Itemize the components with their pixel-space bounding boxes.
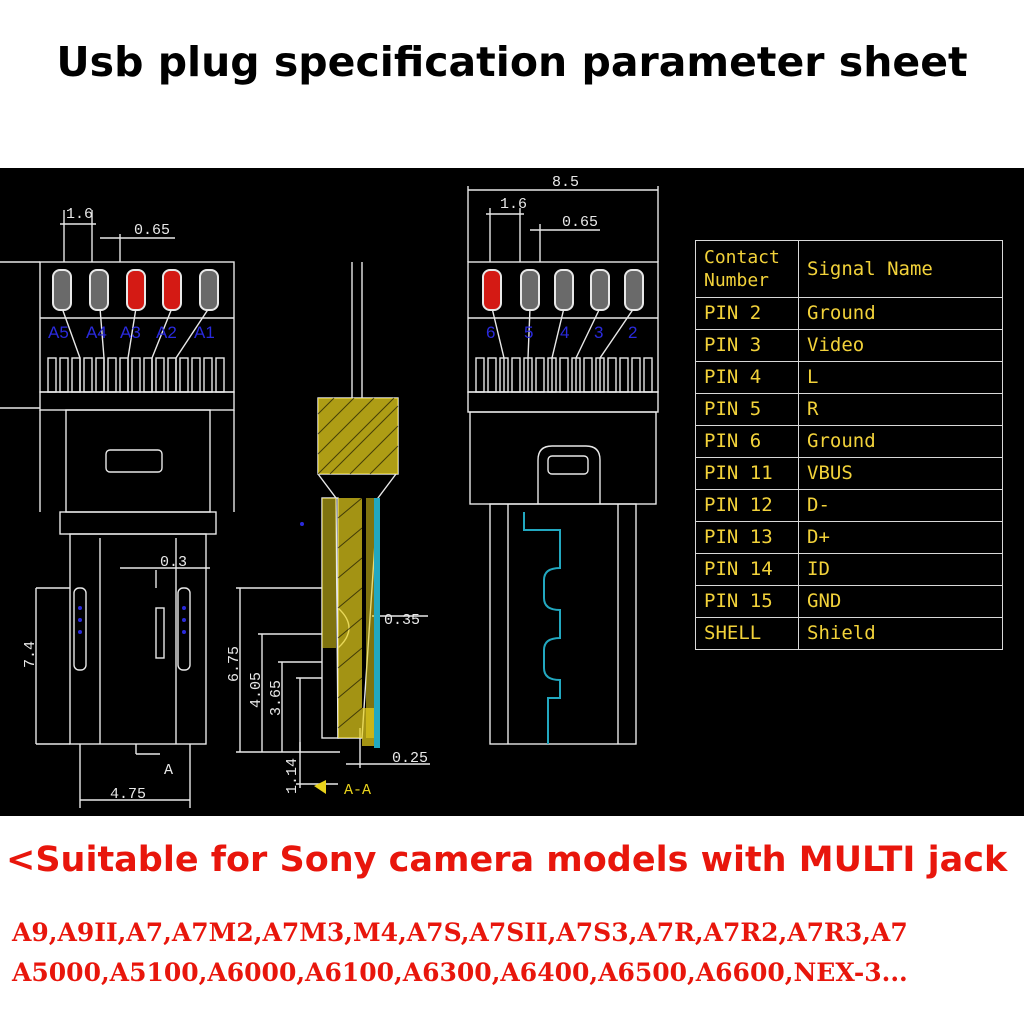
pin-cell: PIN 6: [695, 425, 799, 458]
signal-cell: Ground: [798, 425, 1003, 458]
technical-drawing: A5 A4 A3 A2 A1 6 5 4 3 2 1.6 0.65 8.5 1.…: [0, 174, 659, 808]
signal-cell: L: [798, 361, 1003, 394]
section-hatch-lines: [317, 397, 399, 729]
compatibility-heading: <Suitable for Sony camera models with MU…: [6, 840, 1008, 880]
model-list-line-2: A5000,A5100,A6000,A6100,A6300,A6400,A650…: [12, 958, 908, 987]
left-leads: [47, 307, 225, 393]
dim-label: 1.6: [500, 196, 527, 213]
header-number-line: Number: [704, 270, 770, 291]
header-contact-number: Contact Number: [695, 240, 799, 298]
dim-label: 6.75: [226, 646, 243, 682]
signal-cell: GND: [798, 585, 1003, 618]
dim-label: 0.65: [134, 222, 170, 239]
pin-cell: PIN 13: [695, 521, 799, 554]
dim-label: 7.4: [22, 641, 39, 668]
signal-cell: Video: [798, 329, 1003, 362]
model-list-line-1: A9,A9II,A7,A7M2,A7M3,M4,A7S,A7SII,A7S3,A…: [12, 918, 908, 947]
pin-cell: PIN 5: [695, 393, 799, 426]
section-arrow: [314, 780, 326, 794]
blue-dot: [300, 522, 304, 526]
pin-cell: PIN 2: [695, 297, 799, 330]
pin-label: A3: [120, 323, 141, 342]
dim-label: 0.35: [384, 612, 420, 629]
pin-label: 2: [628, 323, 637, 342]
pin-label: 6: [486, 323, 495, 342]
pin-label: 3: [594, 323, 603, 342]
dim-label: 0.3: [160, 554, 187, 571]
pin-label: 5: [524, 323, 533, 342]
page-title: Usb plug specification parameter sheet: [56, 38, 968, 86]
pin-label: A5: [48, 323, 69, 342]
dim-label: 0.25: [392, 750, 428, 767]
dimension-labels: 1.6 0.65 8.5 1.6 0.65 0.3 4.75 0.35 0.25…: [22, 174, 598, 803]
left-blue-marks: [78, 606, 186, 634]
contact-highlight: [126, 269, 146, 311]
signal-cell: ID: [798, 553, 1003, 586]
right-contacts: [482, 269, 644, 311]
right-plug-view: [467, 186, 659, 745]
dim-label: 0.65: [562, 214, 598, 231]
pin-label: A1: [194, 323, 215, 342]
signal-cell: R: [798, 393, 1003, 426]
pin-cell: SHELL: [695, 617, 799, 650]
signal-cell: VBUS: [798, 457, 1003, 490]
signal-trace: [523, 512, 561, 744]
left-contacts: [52, 269, 219, 311]
signal-cell: D+: [798, 521, 1003, 554]
section-marker: A: [164, 762, 173, 779]
contact-highlight: [162, 269, 182, 311]
dim-label: 4.75: [110, 786, 146, 803]
dim-label: 3.65: [268, 680, 285, 716]
pin-labels: A5 A4 A3 A2 A1 6 5 4 3 2: [48, 323, 637, 342]
pin-label: A4: [86, 323, 107, 342]
signal-cell: D-: [798, 489, 1003, 522]
pin-label: A2: [156, 323, 177, 342]
pin-cell: PIN 3: [695, 329, 799, 362]
table-header-row: Contact Number Signal Name: [695, 240, 1003, 298]
pin-cell: PIN 12: [695, 489, 799, 522]
pin-cell: PIN 15: [695, 585, 799, 618]
signal-cell: Ground: [798, 297, 1003, 330]
contact-highlight: [482, 269, 502, 311]
signal-cell: Shield: [798, 617, 1003, 650]
dim-label: 4.05: [248, 672, 265, 708]
pin-cell: PIN 4: [695, 361, 799, 394]
dim-label: 1.6: [66, 206, 93, 223]
header-signal-name: Signal Name: [798, 240, 1003, 298]
pin-label: 4: [560, 323, 569, 342]
section-label: A-A: [344, 782, 371, 799]
section-contact: [374, 498, 380, 748]
dim-label: 8.5: [552, 174, 579, 191]
pin-cell: PIN 14: [695, 553, 799, 586]
left-plug-view: [0, 210, 235, 808]
dim-label: 1.14: [284, 758, 301, 794]
pin-cell: PIN 11: [695, 457, 799, 490]
section-hatch: [318, 398, 398, 746]
header-contact-line: Contact: [704, 246, 780, 268]
